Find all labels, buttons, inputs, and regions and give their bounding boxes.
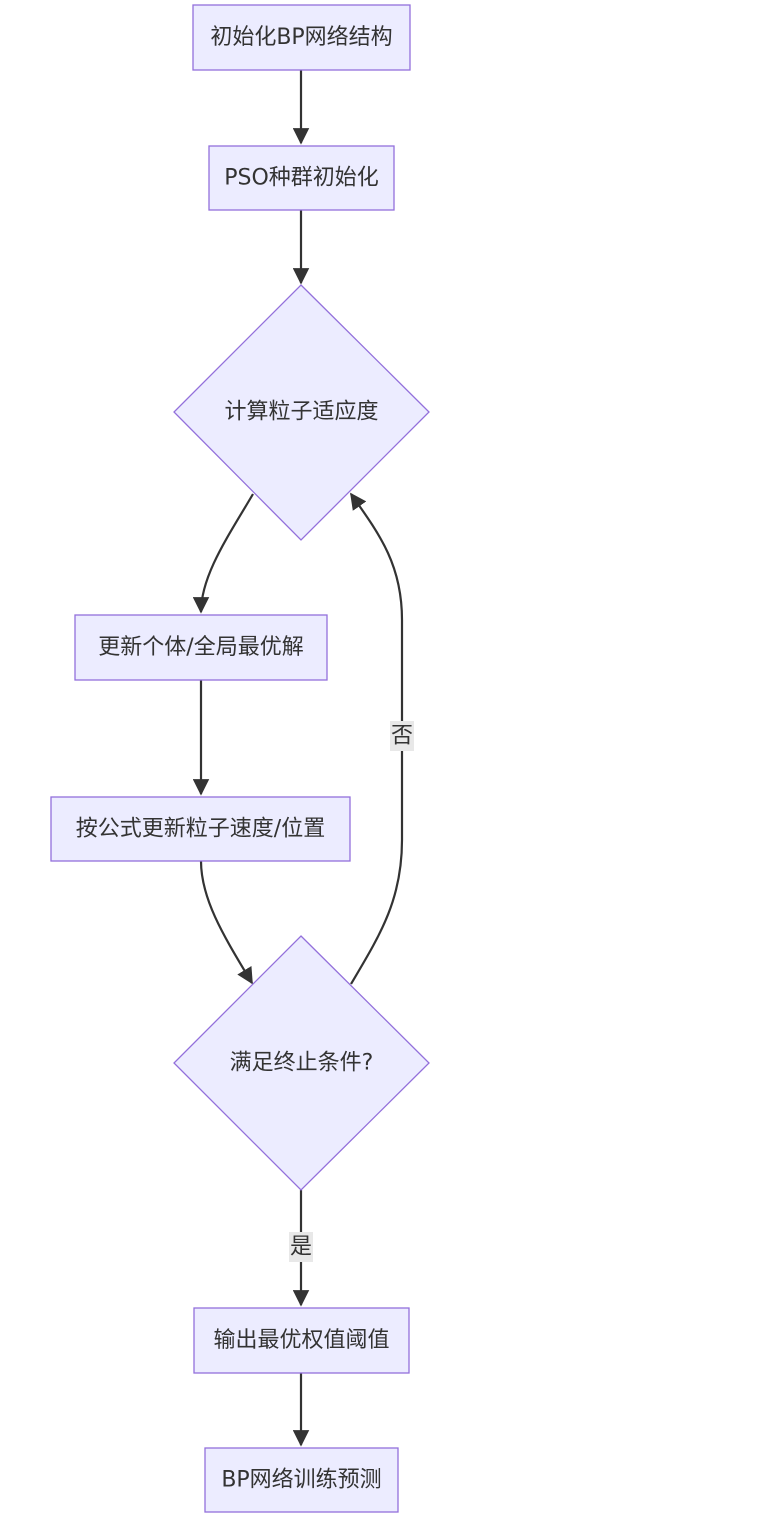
edge-label-yes-bg <box>289 1232 313 1262</box>
node-update-best: 更新个体/全局最优解 <box>74 614 328 681</box>
node-init-bp-label: 初始化BP网络结构 <box>210 25 392 50</box>
node-init-bp: 初始化BP网络结构 <box>192 4 411 71</box>
node-update-velocity-box <box>50 796 351 862</box>
node-init-bp-box <box>192 4 411 71</box>
node-pso-init-label: PSO种群初始化 <box>224 166 379 191</box>
edge-label-yes-text: 是 <box>290 1235 312 1260</box>
edge-fitness-to-update-best <box>192 493 254 614</box>
edges <box>192 70 404 1447</box>
node-bp-train-label: BP网络训练预测 <box>221 1468 381 1493</box>
node-calc-fitness: 计算粒子适应度 <box>173 284 430 541</box>
node-check-stop: 满足终止条件? <box>173 935 430 1191</box>
node-bp-train: BP网络训练预测 <box>204 1447 399 1513</box>
node-pso-init-box <box>208 145 395 211</box>
node-output-best: 输出最优权值阈值 <box>193 1307 410 1374</box>
edge-label-no-bg <box>390 721 414 751</box>
node-update-best-box <box>74 614 328 681</box>
node-output-best-label: 输出最优权值阈值 <box>213 1328 389 1353</box>
node-calc-fitness-label: 计算粒子适应度 <box>224 400 378 425</box>
edge-label-no-text: 否 <box>391 724 413 749</box>
node-bp-train-box <box>204 1447 399 1513</box>
edge-velocity-to-check <box>199 860 253 985</box>
edge-check-to-fitness-no <box>350 492 404 985</box>
node-check-stop-label: 满足终止条件? <box>230 1051 374 1076</box>
node-update-velocity-label: 按公式更新粒子速度/位置 <box>76 817 325 842</box>
node-calc-fitness-diamond <box>173 284 430 541</box>
node-update-best-label: 更新个体/全局最优解 <box>98 635 303 660</box>
node-pso-init: PSO种群初始化 <box>208 145 395 211</box>
edge-label-yes: 是 <box>289 1232 313 1262</box>
node-update-velocity: 按公式更新粒子速度/位置 <box>50 796 351 862</box>
node-output-best-box <box>193 1307 410 1374</box>
edge-label-no: 否 <box>390 721 414 751</box>
node-check-stop-diamond <box>173 935 430 1191</box>
